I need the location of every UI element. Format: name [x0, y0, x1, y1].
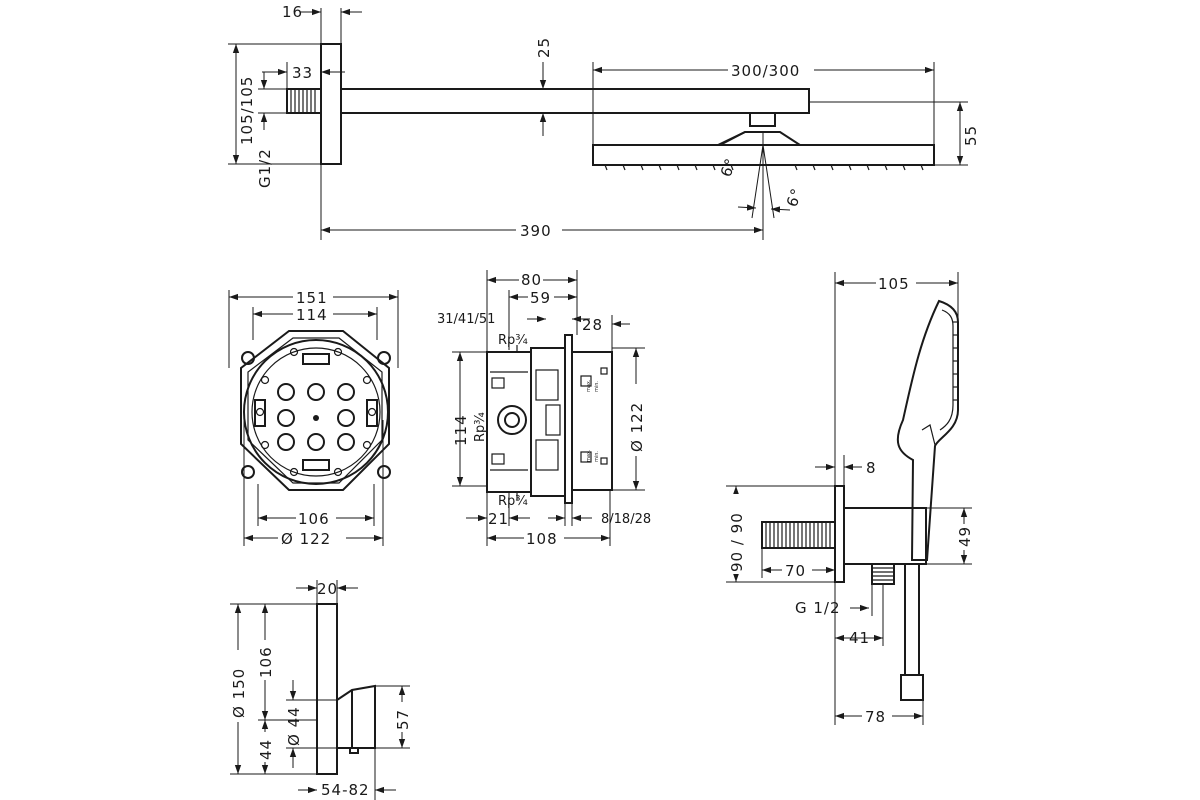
dim-handshower-width: 105	[878, 275, 910, 293]
dim-flange-thickness: 16	[282, 3, 303, 21]
dim-inner-width: 114	[296, 306, 328, 324]
dim-ibox-diameter: Ø 122	[628, 402, 646, 452]
dim-head-height: 55	[962, 125, 980, 146]
rp-bottom-label: Rp¾	[498, 494, 528, 509]
dim-outlet-thread: G 1/2	[795, 599, 841, 617]
threaded-connector	[286, 88, 322, 114]
flange-plate-view: 151 114 106 Ø 122	[228, 289, 399, 548]
dim-hose-offset: 78	[865, 708, 886, 726]
dim-tilt-a: 6°	[717, 155, 740, 179]
overhead-shower-view: 16 33 25 105/105 G1/2 300/300 55	[228, 3, 980, 240]
hand-shower	[896, 299, 959, 561]
dim-head-width: 300/300	[731, 62, 800, 80]
dim-thread-size: G1/2	[256, 148, 274, 188]
micro-label-2: min.	[594, 381, 600, 392]
octagon-plate	[240, 330, 390, 491]
dim-bottom-width: 106	[298, 510, 330, 528]
dim-plaster-range: 8/18/28	[601, 512, 651, 527]
rp-top-label: Rp¾	[498, 333, 528, 348]
dim-projection: 54-82	[321, 781, 370, 799]
dim-arm-height: 25	[535, 37, 553, 58]
ibox-section-view: max. min. max. min. 80 59 31/41/51 28 Rp…	[437, 270, 651, 548]
dim-ibox-height: 114	[452, 414, 470, 446]
dim-outer-width: 151	[296, 289, 328, 307]
dim-arm-offset: 105/105	[238, 76, 256, 145]
ibox-body	[486, 351, 532, 493]
rp-side-label: Rp¾	[473, 412, 488, 442]
dim-knob-57: 57	[394, 709, 412, 730]
micro-label-3: max.	[586, 449, 592, 462]
dim-thread-length: 33	[292, 64, 313, 82]
dim-diameter: Ø 122	[281, 530, 331, 548]
dim-ibox-range: 31/41/51	[437, 312, 495, 327]
thermostat-knob	[336, 684, 376, 749]
thermostat-view: 20 Ø 150 106 Ø 44 44 57 54-82	[230, 580, 412, 800]
micro-label-4: min.	[594, 451, 600, 462]
dim-plate-height: Ø 150	[230, 668, 248, 718]
micro-label-1: max.	[586, 379, 592, 392]
dim-thermostat-depth: 20	[317, 580, 338, 598]
hose	[904, 564, 920, 675]
wall-flange	[320, 43, 342, 165]
dim-holder-offset: 90 / 90	[728, 512, 746, 572]
thermostat-plate	[316, 603, 338, 775]
dim-outlet-offset: 41	[849, 629, 870, 647]
hand-shower-view: 105 8 90 / 90 49 70 G 1/2 41	[726, 272, 974, 726]
dim-ibox-offset: 21	[488, 510, 509, 528]
shower-arm	[340, 88, 810, 114]
dim-ibox-base: 108	[526, 530, 558, 548]
dim-tilt-b: 6°	[783, 185, 806, 209]
dim-wall-gap: 8	[866, 459, 877, 477]
ibox-plaster-guard	[571, 351, 613, 491]
dim-bottom-44: 44	[257, 739, 275, 760]
ibox-port	[497, 405, 527, 435]
head-connector	[749, 113, 776, 127]
dim-total-length: 390	[520, 222, 552, 240]
wall-outlet-plate	[834, 485, 845, 583]
dim-inner-106: 106	[257, 646, 275, 678]
dim-ibox-width-59: 59	[530, 289, 551, 307]
dim-ibox-width-80: 80	[521, 271, 542, 289]
dim-pipe-length: 70	[785, 562, 806, 580]
dim-ibox-depth: 28	[582, 316, 603, 334]
dim-holder-height: 49	[956, 526, 974, 547]
dim-knob-diameter: Ø 44	[285, 706, 303, 746]
